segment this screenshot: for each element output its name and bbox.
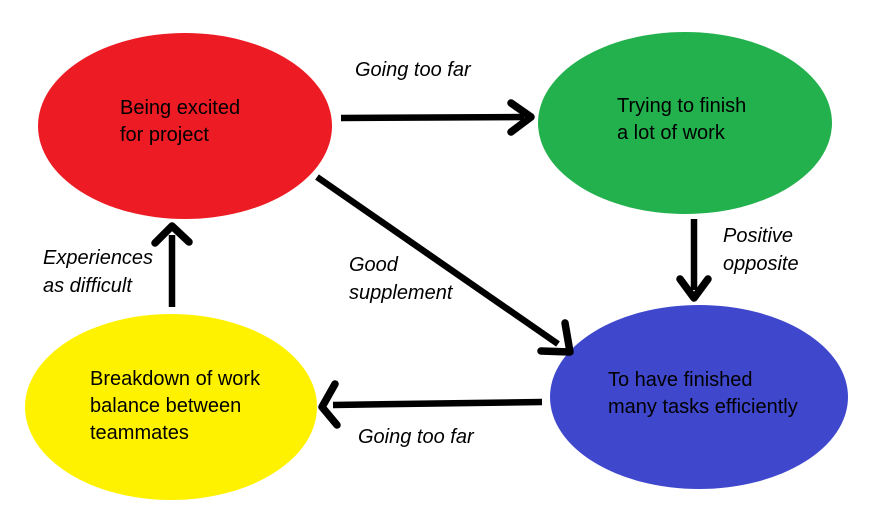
arrow-finished-to-breakdown	[318, 380, 543, 429]
node-breakdown-label: Breakdown of work balance between teamma…	[90, 368, 261, 444]
edge-label-positive-opposite: Positive opposite	[723, 225, 799, 275]
arrow-trying-to-finished	[676, 219, 712, 302]
edge-label-going-too-far-bottom: Going too far	[358, 426, 474, 448]
node-finished-tasks-ellipse	[550, 305, 848, 489]
node-trying-to-finish-ellipse	[538, 32, 832, 214]
node-finished-tasks-label: To have finished many tasks efficiently	[608, 369, 798, 418]
node-trying-to-finish-label: Trying to finish a lot of work	[617, 95, 747, 144]
arrow-excited-to-trying	[340, 99, 535, 136]
node-being-excited-label: Being excited for project	[120, 97, 241, 146]
arrowhead-up-icon	[151, 222, 193, 247]
node-being-excited-ellipse	[38, 33, 332, 219]
arrowhead-left-icon	[318, 380, 341, 429]
arrowhead-right-icon	[507, 99, 535, 136]
edge-label-going-too-far-top: Going too far	[355, 59, 471, 81]
arrowhead-down-right-icon	[537, 319, 574, 356]
edge-label-experiences-as-difficult: Experiences as difficult	[43, 247, 154, 297]
edge-label-good-supplement: Good supplement	[349, 254, 453, 304]
arrow-breakdown-to-excited	[151, 222, 193, 307]
node-breakdown-ellipse	[25, 314, 317, 500]
arrow-excited-to-finished	[315, 174, 574, 356]
arrowhead-down-icon	[676, 275, 712, 302]
